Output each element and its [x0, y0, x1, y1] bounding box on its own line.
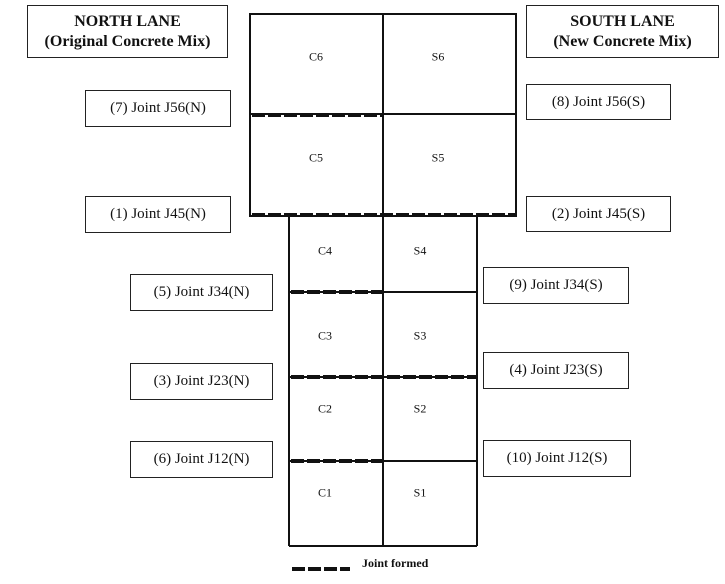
- joint-label-j34n: (5) Joint J34(N): [130, 274, 273, 311]
- joint-label-j56s: (8) Joint J56(S): [526, 84, 671, 120]
- joint-label-j45n: (1) Joint J45(N): [85, 196, 231, 233]
- north-lane-subtitle: (Original Concrete Mix): [44, 33, 211, 50]
- south-lane-header: SOUTH LANE (New Concrete Mix): [526, 5, 719, 58]
- slab-s1: S1: [413, 485, 427, 500]
- joint-label-j34s: (9) Joint J34(S): [483, 267, 629, 304]
- north-lane-header: NORTH LANE (Original Concrete Mix): [27, 5, 228, 58]
- slab-c2: C2: [317, 401, 333, 416]
- slab-c3: C3: [317, 328, 333, 343]
- slab-c5: C5: [308, 150, 324, 165]
- legend-label: Joint formed: [362, 556, 429, 570]
- joint-label-j45s: (2) Joint J45(S): [526, 196, 671, 232]
- north-lane-title: NORTH LANE: [74, 13, 181, 30]
- slab-c4: C4: [317, 243, 333, 258]
- joint-label-j12n: (6) Joint J12(N): [130, 441, 273, 478]
- joint-label-j23s: (4) Joint J23(S): [483, 352, 629, 389]
- slab-s6: S6: [431, 49, 445, 64]
- slab-s4: S4: [413, 243, 427, 258]
- slab-c6: C6: [308, 49, 324, 64]
- slab-s5: S5: [431, 150, 445, 165]
- slab-s3: S3: [413, 328, 427, 343]
- south-lane-title: SOUTH LANE: [570, 13, 675, 30]
- joint-label-j23n: (3) Joint J23(N): [130, 363, 273, 400]
- south-lane-subtitle: (New Concrete Mix): [553, 33, 692, 50]
- joint-label-j56n: (7) Joint J56(N): [85, 90, 231, 127]
- slab-s2: S2: [413, 401, 427, 416]
- slab-c1: C1: [317, 485, 333, 500]
- joint-label-j12s: (10) Joint J12(S): [483, 440, 631, 477]
